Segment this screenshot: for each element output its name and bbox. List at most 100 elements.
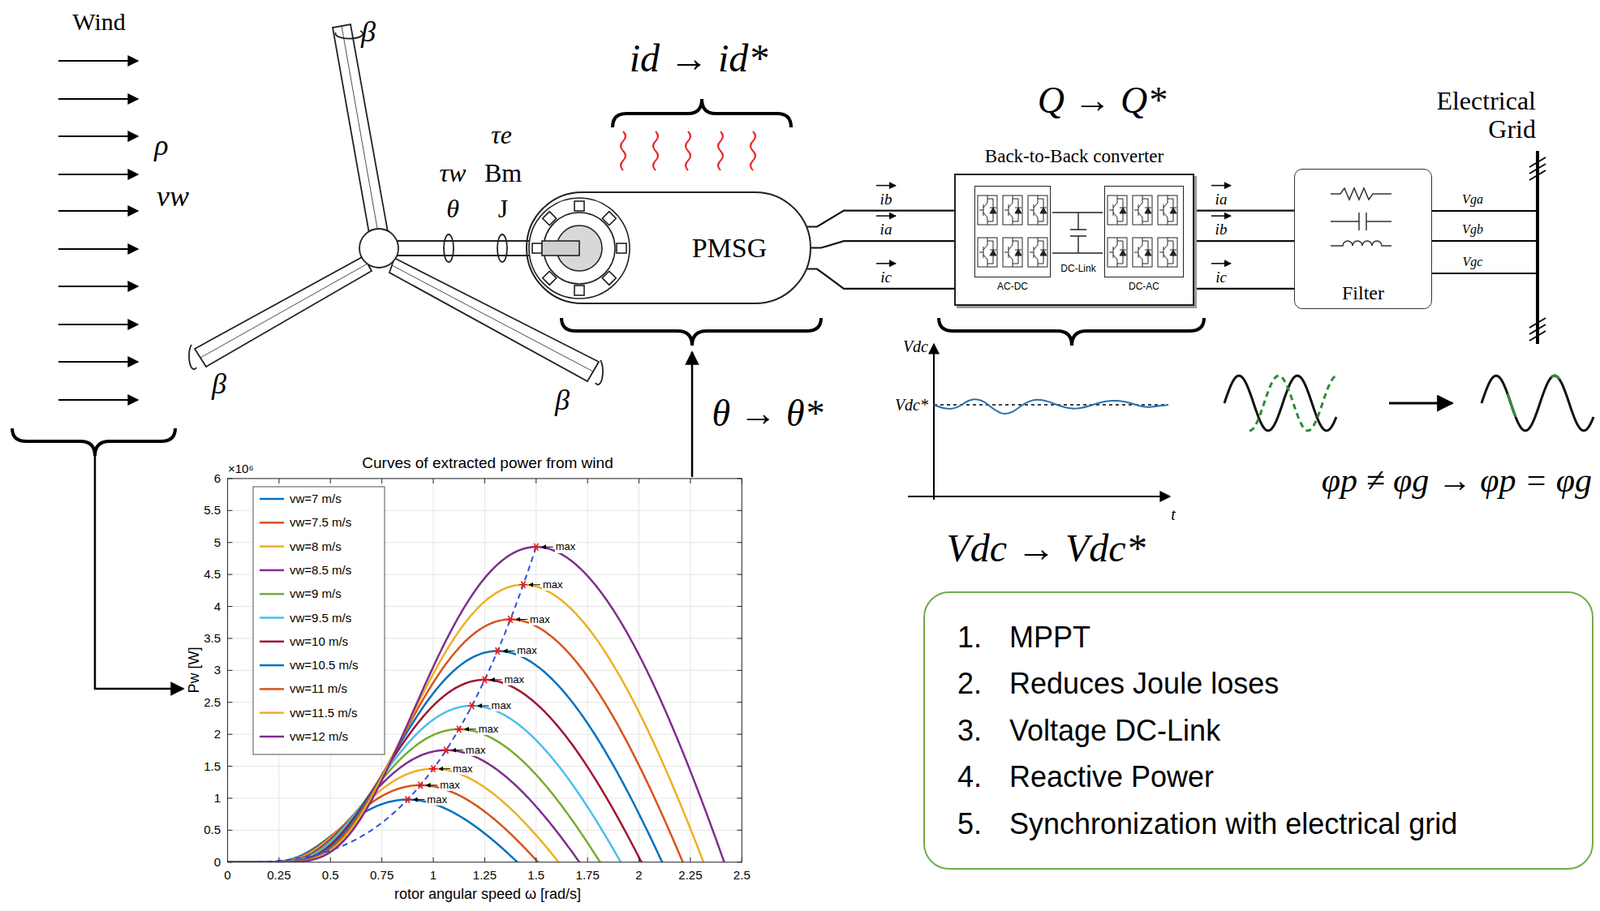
grid-bus — [1529, 150, 1546, 345]
legend-sample — [259, 735, 284, 739]
turbine — [497, 234, 508, 263]
symbol-label: β — [211, 368, 227, 401]
switch-symbol — [977, 237, 998, 267]
tick-label: 1.5 — [203, 759, 221, 774]
symbol-label: DC-Link — [1060, 263, 1096, 275]
switch-symbol — [977, 237, 998, 267]
node-label: Filter — [1341, 282, 1385, 305]
tick-label: 5 — [214, 535, 221, 550]
switch-symbol — [1157, 195, 1178, 225]
max-label: max — [541, 579, 564, 591]
max-marker — [429, 765, 438, 773]
axis-tick — [227, 701, 233, 703]
axis-tick — [433, 478, 435, 484]
max-label: max — [438, 779, 461, 792]
switch-symbol — [1157, 237, 1178, 267]
max-marker — [480, 676, 489, 684]
filter-symbols — [1330, 212, 1392, 231]
symbol-label: Q → Q* — [1037, 80, 1166, 122]
axis-label: rotor angular speed ω [rad/s] — [394, 886, 581, 904]
wind-arrows — [58, 248, 138, 250]
max-label: max — [516, 645, 538, 657]
max-marker — [425, 784, 438, 786]
axis-tick — [638, 478, 640, 484]
max-marker — [493, 647, 502, 655]
legend-text: vw=9.5 m/s — [289, 610, 352, 625]
grid-line — [227, 797, 743, 799]
signal-arrow — [691, 352, 694, 478]
legend-text: vw=10.5 m/s — [289, 658, 359, 673]
symbol-label: Wind — [72, 8, 125, 35]
switch-symbol — [1144, 249, 1152, 256]
dc-link-capacitor — [1052, 212, 1103, 254]
current-label: ib — [1213, 221, 1230, 239]
axis-tick — [736, 574, 742, 576]
wire — [1194, 240, 1295, 242]
max-marker — [403, 795, 412, 804]
switch-symbol — [1134, 237, 1152, 267]
phase-sketch — [1481, 375, 1594, 431]
max-marker — [468, 702, 477, 710]
switch-symbol — [1134, 195, 1152, 225]
max-marker — [477, 705, 490, 707]
max-marker — [464, 728, 477, 730]
tick-label: 0 — [223, 868, 231, 883]
switch-symbol — [1029, 195, 1047, 225]
switch-symbol — [1107, 195, 1127, 225]
switch-symbol — [1119, 249, 1127, 256]
axis-tick — [736, 670, 742, 671]
legend-text: vw=7.5 m/s — [289, 516, 352, 530]
max-label: max — [464, 744, 487, 757]
tick-label: 1.75 — [576, 868, 600, 883]
phase-sketch — [1551, 375, 1560, 380]
switch-symbol — [1040, 207, 1047, 214]
tick-label: 0.5 — [203, 823, 221, 838]
tick-label: 0.25 — [266, 868, 291, 883]
brace — [561, 318, 822, 346]
switch-symbol — [1132, 195, 1153, 225]
turbine — [335, 30, 363, 39]
switch-symbol — [1004, 195, 1022, 225]
axis-tick — [381, 478, 383, 484]
tick-label: 2 — [214, 727, 221, 742]
tick-label: 0.5 — [322, 868, 340, 883]
legend-sample — [259, 593, 284, 596]
legend-text: vw=11 m/s — [289, 682, 348, 697]
axis-tick — [433, 857, 435, 863]
max-label: max — [503, 674, 525, 686]
axis-label: Curves of extracted power from wind — [361, 455, 613, 473]
axis-tick — [736, 830, 742, 831]
axis-tick — [535, 478, 537, 484]
current-arrow — [876, 184, 896, 187]
symbol-label: Bm — [484, 159, 522, 188]
switch-symbol — [1027, 195, 1048, 225]
tick-label: 3 — [214, 663, 221, 678]
max-marker — [516, 619, 528, 620]
axis-tick — [278, 478, 280, 484]
tick-label: 1 — [214, 791, 221, 806]
wind-arrows — [58, 323, 138, 326]
legend-text: vw=7 m/s — [289, 492, 342, 507]
axis-tick — [638, 857, 640, 863]
filter-symbols — [1330, 240, 1392, 246]
axis-tick — [227, 734, 233, 736]
list-item: Voltage DC-Link — [1009, 713, 1576, 748]
switch-symbol — [1169, 207, 1177, 214]
max-label: max — [490, 700, 513, 712]
symbol-label: ρ — [154, 129, 168, 163]
dc-voltage-plot — [933, 399, 1169, 414]
legend-text: vw=10 m/s — [289, 635, 349, 650]
heat-waves — [718, 131, 723, 171]
switch-symbol — [979, 195, 997, 225]
max-marker — [529, 584, 541, 585]
list-item: 1. — [957, 620, 1010, 654]
heat-waves — [750, 131, 756, 171]
power-curve — [227, 800, 518, 863]
tick-label: 0 — [214, 855, 221, 870]
max-marker — [416, 782, 425, 790]
switch-symbol — [1109, 195, 1127, 225]
axis-tick — [736, 606, 742, 607]
switch-symbol — [1132, 195, 1153, 225]
current-arrow — [1211, 184, 1231, 187]
